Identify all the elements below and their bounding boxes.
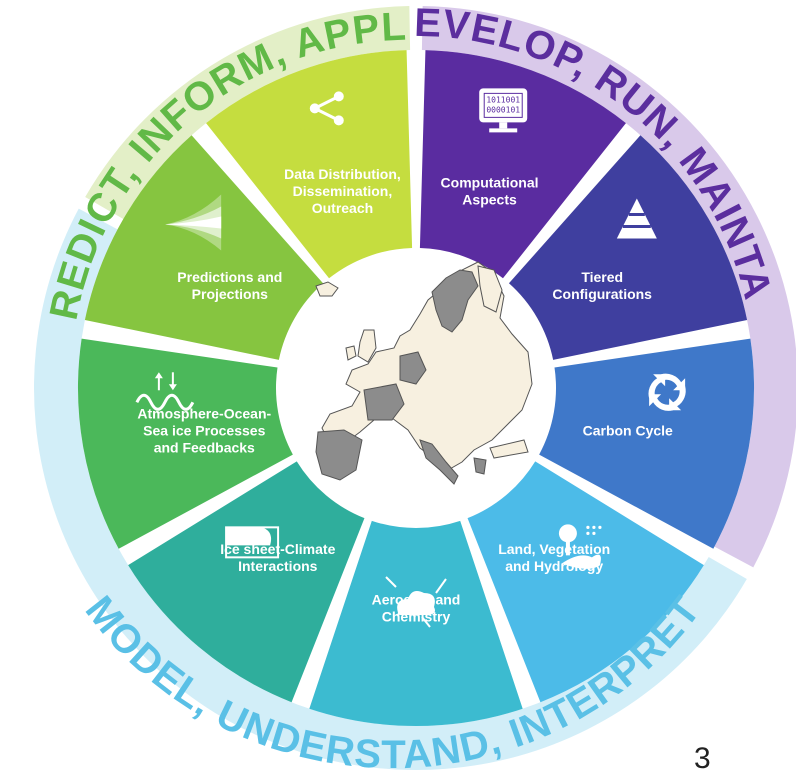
segment-shape — [419, 50, 626, 279]
wave-arrows-icon — [135, 372, 195, 411]
segment-shape — [84, 135, 324, 360]
page-number: 3 — [694, 742, 711, 775]
segment-label-line: Tiered — [581, 269, 623, 285]
segment-wheel: Data Distribution,Dissemination,Outreach… — [78, 50, 754, 726]
outer-ring — [34, 6, 796, 770]
segment-label-line: Ice sheet-Climate — [220, 541, 335, 557]
segment-shape — [539, 338, 754, 549]
segment-share: Data Distribution,Dissemination,Outreach — [206, 50, 413, 279]
pyramid-icon — [616, 198, 657, 239]
ring-sector-predict — [85, 6, 411, 219]
segment-label-line: Aerosols and — [372, 592, 461, 608]
tree-lake-rain-icon — [558, 524, 602, 569]
segment-label-line: Dissemination, — [293, 183, 393, 199]
segment-label-line: Sea ice Processes — [143, 422, 265, 438]
segment-label-line: and Hydrology — [505, 558, 603, 574]
binary-text: 1011001 — [486, 95, 520, 104]
segment-shape — [78, 338, 293, 549]
segment-label-line: and Feedbacks — [154, 439, 255, 455]
segment-label-line: Land, Vegetation — [498, 541, 610, 557]
segment-label-line: Atmosphere-Ocean- — [137, 405, 271, 421]
segment-shape — [508, 135, 748, 360]
segment-label-line: Carbon Cycle — [583, 422, 673, 438]
projection-fan-icon — [165, 194, 222, 251]
segment-shape — [467, 461, 704, 703]
share-icon — [309, 91, 344, 126]
ice-sheet-icon — [225, 526, 280, 559]
segment-shape — [206, 50, 413, 279]
segment-shape — [309, 520, 523, 726]
segment-label-line: Computational — [441, 174, 539, 190]
ring-sector-develop — [421, 6, 796, 568]
segment-label-line: Configurations — [552, 286, 652, 302]
recycle-arrows-icon — [648, 373, 686, 411]
europe-map — [278, 250, 554, 526]
segment-label-line: Chemistry — [382, 609, 451, 625]
segment-label-line: Projections — [192, 286, 268, 302]
binary-text: 0000101 — [486, 105, 520, 114]
segment-recycle-arrows: Carbon Cycle — [539, 338, 754, 549]
segment-label-line: Outreach — [312, 200, 373, 216]
segment-shape — [128, 461, 365, 703]
segment-label-line: Interactions — [238, 558, 318, 574]
segment-label-line: Predictions and — [177, 269, 282, 285]
cloud-arrows-icon — [385, 576, 447, 628]
segment-label-line: Aspects — [462, 191, 517, 207]
segment-label-line: Data Distribution, — [284, 166, 401, 182]
